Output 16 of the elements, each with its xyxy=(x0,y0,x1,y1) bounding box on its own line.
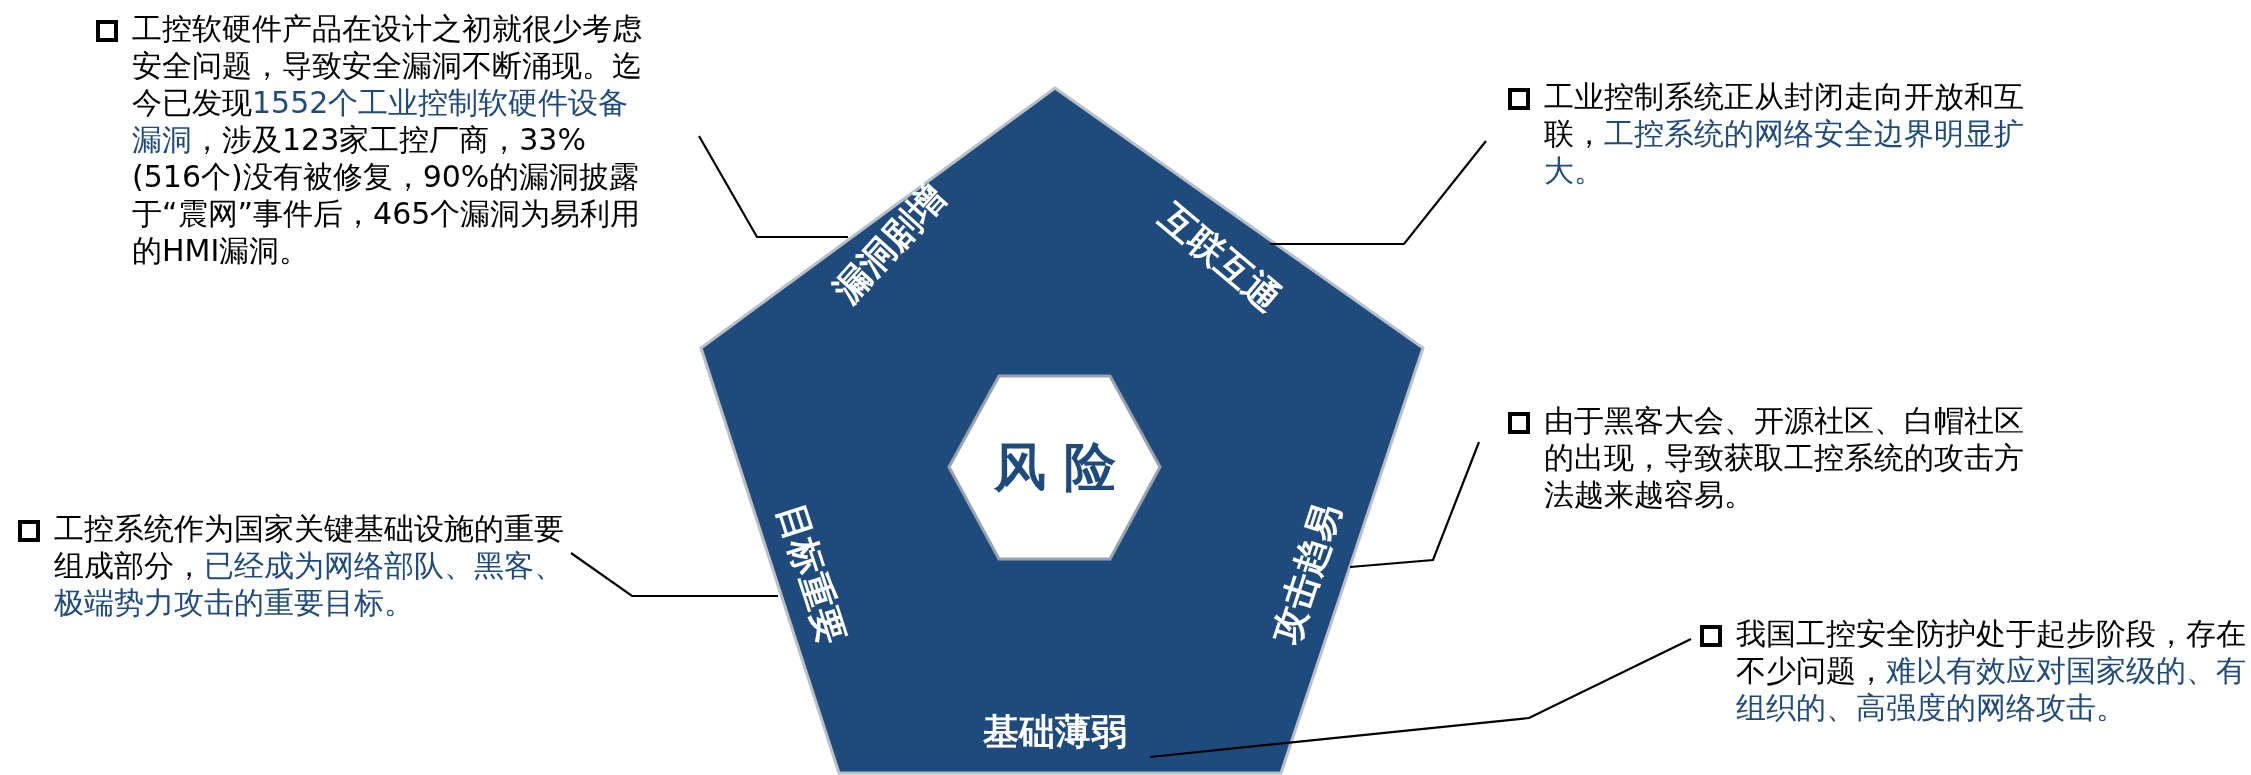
leader-line xyxy=(1270,140,1487,246)
segment-label: 攻击趋易 xyxy=(1261,497,1353,651)
leader-line xyxy=(1149,638,1692,759)
callout-text: 工控软硬件产品在设计之初就很少考虑安全问题，导致安全漏洞不断涌现。迄今已发现1552个工业控制软硬件设备漏洞，涉及123家工控厂商，33%(516个)没有被修复，90%的漏洞披露于“震网”事件后，465个漏洞为易利用的HMI漏洞。 xyxy=(132,10,643,269)
callout-text: 由于黑客大会、开源社区、白帽社区的出现，导致获取工控系统的攻击方法越来越容易。 xyxy=(1544,402,2025,513)
leader-line xyxy=(1349,441,1481,569)
leader-line xyxy=(698,135,848,239)
callout-text: 我国工控安全防护处于起步阶段，存在不少问题，难以有效应对国家级的、有组织的、高强度的网络攻击。 xyxy=(1736,615,2247,726)
segment-label: 漏洞剧增 xyxy=(823,174,957,314)
callout-text: 工控系统作为国家关键基础设施的重要组成部分，已经成为网络部队、黑客、极端势力攻击的重要目标。 xyxy=(54,510,565,621)
segment-label: 目标重要 xyxy=(765,497,857,651)
segment-label: 基础薄弱 xyxy=(983,707,1127,757)
segment-label: 互联互通 xyxy=(1149,192,1291,324)
center-label: 风险 xyxy=(993,435,1134,499)
callout-text: 工业控制系统正从封闭走向开放和互联，工控系统的网络安全边界明显扩大。 xyxy=(1544,78,2025,189)
leader-line xyxy=(570,552,778,598)
